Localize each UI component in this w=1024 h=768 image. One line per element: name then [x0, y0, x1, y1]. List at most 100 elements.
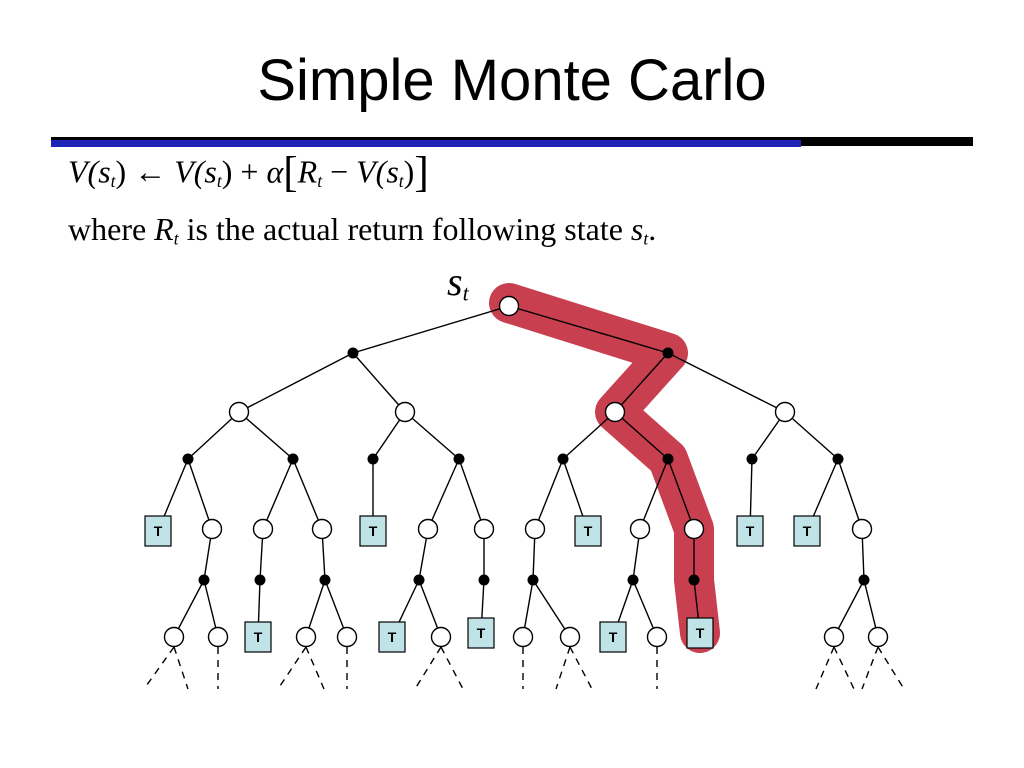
continuation-edge — [555, 646, 571, 690]
terminal-label: T — [369, 523, 378, 539]
action-node — [367, 453, 379, 465]
root-state-s: s — [447, 259, 463, 304]
state-node — [252, 518, 274, 540]
state-node — [430, 626, 452, 648]
tree-edge — [667, 458, 695, 530]
terminal-node — [378, 621, 406, 653]
state-node — [823, 626, 845, 648]
state-node — [524, 518, 546, 540]
state-node — [201, 518, 223, 540]
terminal-label: T — [696, 625, 705, 641]
tree-edge — [562, 411, 616, 460]
state-node — [336, 626, 358, 648]
terminal-node — [736, 515, 764, 547]
terminal-node — [793, 515, 821, 547]
tree-edge — [458, 458, 485, 530]
action-node — [557, 453, 569, 465]
eq-minus: − — [322, 153, 357, 190]
action-node — [254, 574, 266, 586]
state-node — [867, 626, 889, 648]
update-equation: V(st) ← V(st) + α[Rt − V(st)] — [68, 148, 429, 197]
eq-v2: V(s — [356, 153, 399, 190]
tree-edge — [292, 458, 323, 530]
eq-v2-close: ) — [403, 153, 415, 190]
continuation-edge — [833, 646, 855, 690]
action-node — [746, 453, 758, 465]
state-node — [295, 626, 317, 648]
eq-alpha: α — [266, 153, 284, 190]
eq-rhs1-sub: t — [216, 170, 222, 191]
tree-edge — [352, 352, 406, 413]
eq-rhs1: V(s — [174, 153, 217, 190]
where-return: R — [154, 211, 174, 247]
action-node — [662, 347, 674, 359]
eq-lhs-sub: t — [110, 170, 116, 191]
state-node — [646, 626, 668, 648]
continuation-edge — [815, 646, 835, 690]
terminal-node — [144, 515, 172, 547]
tree-edge — [837, 458, 863, 530]
continuation-edge — [440, 646, 464, 690]
continuation-edge — [414, 646, 442, 690]
tree-edge — [352, 305, 510, 354]
eq-return: R — [297, 153, 318, 190]
eq-bracket-close: ] — [414, 149, 429, 196]
action-node — [688, 574, 700, 586]
where-p1: where — [68, 211, 155, 247]
continuation-edge — [277, 646, 307, 690]
action-node — [858, 574, 870, 586]
action-node — [453, 453, 465, 465]
tree-edge — [667, 352, 786, 413]
terminal-label: T — [609, 629, 618, 645]
tree-edge — [262, 458, 294, 530]
state-node — [774, 401, 796, 423]
tree-edge — [632, 579, 658, 638]
tree-edge — [639, 458, 669, 530]
action-node — [478, 574, 490, 586]
eq-arrow: ← — [126, 153, 175, 190]
tree-edge — [187, 411, 240, 460]
state-node — [512, 626, 534, 648]
root-state-sub: t — [462, 280, 469, 306]
where-explanation: where Rt is the actual return following … — [68, 211, 656, 249]
where-state-sub: t — [643, 228, 649, 249]
terminal-node — [359, 515, 387, 547]
action-node — [413, 574, 425, 586]
eq-lhs: V(s — [68, 153, 111, 190]
terminal-label: T — [154, 523, 163, 539]
tree-edge — [173, 579, 205, 638]
where-p2: is the actual return following state — [178, 211, 631, 247]
title-rule-blue — [51, 140, 801, 147]
eq-return-sub: t — [317, 170, 323, 191]
state-node — [604, 401, 626, 423]
action-node — [662, 453, 674, 465]
tree-edge — [534, 458, 564, 530]
terminal-label: T — [477, 625, 486, 641]
continuation-edge — [305, 646, 325, 690]
action-node — [527, 574, 539, 586]
action-node — [627, 574, 639, 586]
terminal-label: T — [584, 523, 593, 539]
continuation-edge — [861, 646, 879, 690]
terminal-node — [467, 617, 495, 649]
state-node — [163, 626, 185, 648]
state-node — [629, 518, 651, 540]
slide-title: Simple Monte Carlo — [257, 48, 767, 113]
state-node — [851, 518, 873, 540]
continuation-edge — [569, 646, 593, 690]
state-node — [311, 518, 333, 540]
state-node — [228, 401, 250, 423]
eq-rhs1-close: ) + — [221, 153, 267, 190]
continuation-edge — [877, 646, 905, 690]
terminal-node — [574, 515, 602, 547]
continuation-edge — [143, 646, 175, 690]
root-state-label: st — [447, 258, 469, 307]
tree-edge — [238, 411, 294, 460]
where-return-sub: t — [173, 228, 179, 249]
terminal-node — [244, 621, 272, 653]
tree-edge — [238, 352, 354, 413]
terminal-node — [599, 621, 627, 653]
action-node — [287, 453, 299, 465]
eq-v2-sub: t — [398, 170, 404, 191]
state-node — [207, 626, 229, 648]
